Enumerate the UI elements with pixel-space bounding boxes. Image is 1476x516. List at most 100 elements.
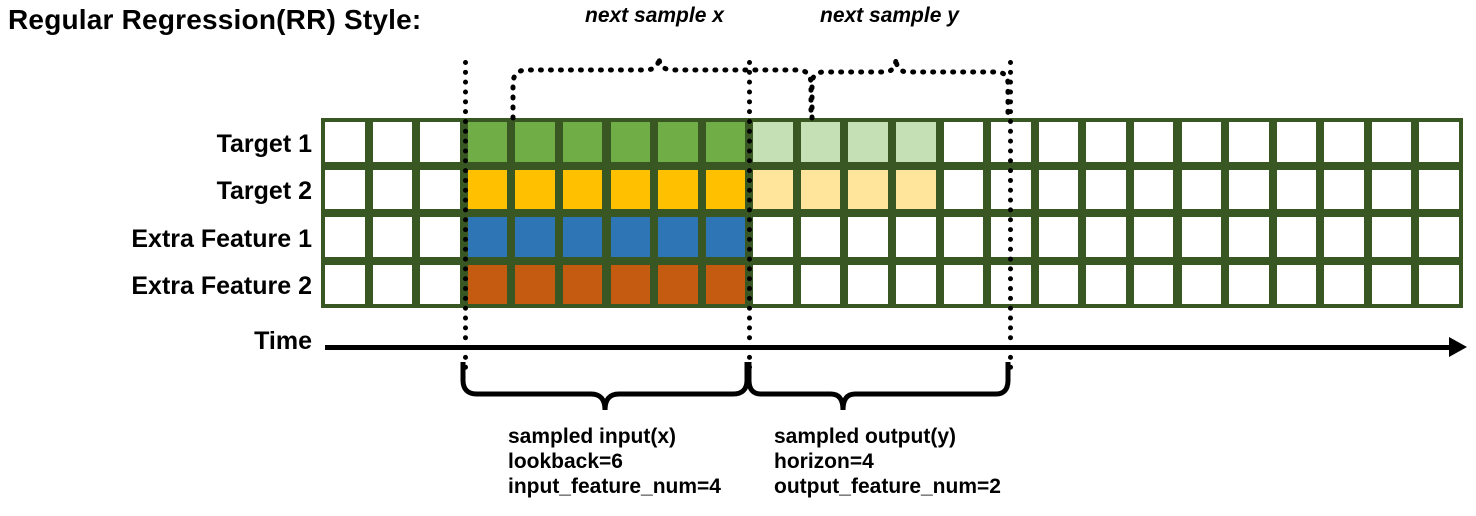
grid-cell-input bbox=[467, 264, 508, 304]
grid-cell-empty bbox=[420, 264, 460, 304]
brace-sampled-input bbox=[460, 362, 750, 411]
grid-cell-empty bbox=[1419, 169, 1459, 209]
grid-cell-input bbox=[705, 264, 746, 304]
grid-cell-empty bbox=[325, 169, 365, 209]
row-label-target-1: Target 1 bbox=[216, 130, 312, 158]
grid-cell-empty bbox=[1038, 169, 1079, 209]
grid-cell-empty bbox=[1371, 217, 1412, 257]
guide-line-input-start bbox=[463, 60, 468, 370]
grid-cell-output bbox=[753, 169, 793, 209]
grid-cell-output bbox=[800, 122, 841, 162]
grid-cell-empty bbox=[1324, 217, 1364, 257]
grid-cell-input bbox=[515, 264, 555, 304]
grid-cell-input bbox=[562, 217, 603, 257]
grid-cell-empty bbox=[1133, 122, 1174, 162]
row-label-target-2: Target 2 bbox=[216, 177, 312, 205]
grid-cell-empty bbox=[325, 264, 365, 304]
grid-cell-empty bbox=[753, 217, 793, 257]
grid-cell-input bbox=[562, 264, 603, 304]
grid-cell-empty bbox=[1133, 264, 1174, 304]
grid-cell-empty bbox=[1229, 122, 1269, 162]
sampled-output-note: sampled output(y) horizon=4 output_featu… bbox=[774, 424, 1001, 499]
grid-cell-empty bbox=[1229, 264, 1269, 304]
grid-cell-input bbox=[515, 217, 555, 257]
brace-next-sample-y bbox=[809, 57, 1011, 121]
grid-cell-input bbox=[610, 217, 651, 257]
sampled-input-note: sampled input(x) lookback=6 input_featur… bbox=[508, 424, 721, 499]
sampled-input-line-1: sampled input(x) bbox=[508, 425, 677, 448]
grid-cell-empty bbox=[848, 217, 888, 257]
brace-next-sample-x bbox=[510, 56, 814, 121]
grid-cell-empty bbox=[1038, 122, 1079, 162]
grid-cell-input bbox=[658, 217, 698, 257]
next-sample-y-label: next sample y bbox=[820, 4, 959, 27]
grid-cell-input bbox=[610, 169, 651, 209]
grid-cell-input bbox=[705, 169, 746, 209]
grid-cell-empty bbox=[753, 264, 793, 304]
grid-cell-input bbox=[705, 217, 746, 257]
grid-cell-empty bbox=[1419, 264, 1459, 304]
page-title: Regular Regression(RR) Style: bbox=[8, 4, 422, 35]
grid-cell-empty bbox=[943, 122, 984, 162]
grid-cell-empty bbox=[800, 264, 841, 304]
grid-cell-empty bbox=[1086, 264, 1126, 304]
grid-cell-input bbox=[705, 122, 746, 162]
grid-cell-empty bbox=[372, 217, 413, 257]
grid-cell-empty bbox=[896, 217, 936, 257]
grid-cell-output bbox=[753, 122, 793, 162]
grid-cell-output bbox=[848, 169, 888, 209]
grid-cell-input bbox=[562, 122, 603, 162]
grid-cell-empty bbox=[943, 264, 984, 304]
grid-cell-empty bbox=[1371, 169, 1412, 209]
timeline-grid bbox=[321, 118, 1463, 308]
grid-cell-empty bbox=[1133, 169, 1174, 209]
grid-cell-input bbox=[610, 122, 651, 162]
grid-cell-empty bbox=[1324, 264, 1364, 304]
grid-cell-empty bbox=[1181, 169, 1222, 209]
grid-cell-empty bbox=[1276, 217, 1317, 257]
grid-cell-empty bbox=[325, 122, 365, 162]
grid-cell-input bbox=[467, 169, 508, 209]
row-label-extra-feature-1: Extra Feature 1 bbox=[131, 225, 312, 253]
grid-cell-empty bbox=[1371, 264, 1412, 304]
grid-cell-input bbox=[562, 169, 603, 209]
grid-cell-empty bbox=[372, 122, 413, 162]
grid-cell-empty bbox=[1038, 264, 1079, 304]
grid-cell-empty bbox=[1276, 169, 1317, 209]
grid-cell-input bbox=[467, 122, 508, 162]
sampled-output-line-1: sampled output(y) bbox=[774, 425, 956, 448]
grid-cell-empty bbox=[1038, 217, 1079, 257]
grid-cell-empty bbox=[1181, 264, 1222, 304]
grid-cell-empty bbox=[325, 217, 365, 257]
grid-cell-input bbox=[515, 169, 555, 209]
grid-cell-empty bbox=[1086, 217, 1126, 257]
grid-cell-empty bbox=[848, 264, 888, 304]
grid-cell-empty bbox=[372, 169, 413, 209]
grid-cell-empty bbox=[1324, 169, 1364, 209]
grid-cell-empty bbox=[420, 122, 460, 162]
grid-cell-empty bbox=[896, 264, 936, 304]
row-label-extra-feature-2: Extra Feature 2 bbox=[131, 272, 312, 300]
grid-cell-empty bbox=[1229, 169, 1269, 209]
grid-row bbox=[321, 213, 1463, 261]
grid-cell-input bbox=[658, 169, 698, 209]
grid-cell-empty bbox=[372, 264, 413, 304]
grid-cell-output bbox=[896, 169, 936, 209]
grid-cell-input bbox=[515, 122, 555, 162]
grid-cell-empty bbox=[943, 217, 984, 257]
grid-cell-empty bbox=[420, 217, 460, 257]
grid-cell-empty bbox=[1324, 122, 1364, 162]
grid-cell-input bbox=[610, 264, 651, 304]
sampled-input-line-3: input_feature_num=4 bbox=[508, 475, 721, 498]
grid-cell-empty bbox=[800, 217, 841, 257]
grid-cell-output bbox=[896, 122, 936, 162]
next-sample-x-label: next sample x bbox=[585, 4, 724, 27]
grid-cell-input bbox=[467, 217, 508, 257]
grid-cell-empty bbox=[1133, 217, 1174, 257]
time-axis-arrow-icon bbox=[1449, 337, 1467, 357]
grid-cell-input bbox=[658, 122, 698, 162]
grid-cell-empty bbox=[1276, 264, 1317, 304]
